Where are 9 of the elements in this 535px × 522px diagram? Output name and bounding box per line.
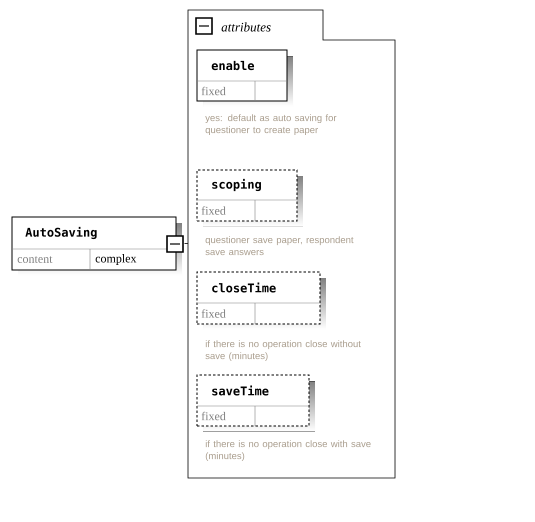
attribute-box: enable fixed bbox=[196, 50, 293, 107]
connector-line bbox=[184, 243, 188, 244]
description-text: if there is no operation close without save (minutes) bbox=[205, 340, 361, 362]
attribute-box: closeTime fixed bbox=[196, 272, 326, 330]
description-text: if there is no operation close with save (minutes) bbox=[206, 440, 371, 462]
description-text: yes: default as auto saving for questioner to create paper bbox=[205, 114, 336, 136]
attribute-box: saveTime fixed bbox=[196, 374, 315, 432]
description-text: questioner save paper, respondent save answers bbox=[205, 236, 354, 256]
element-box: AutoSaving content complex bbox=[12, 216, 182, 276]
